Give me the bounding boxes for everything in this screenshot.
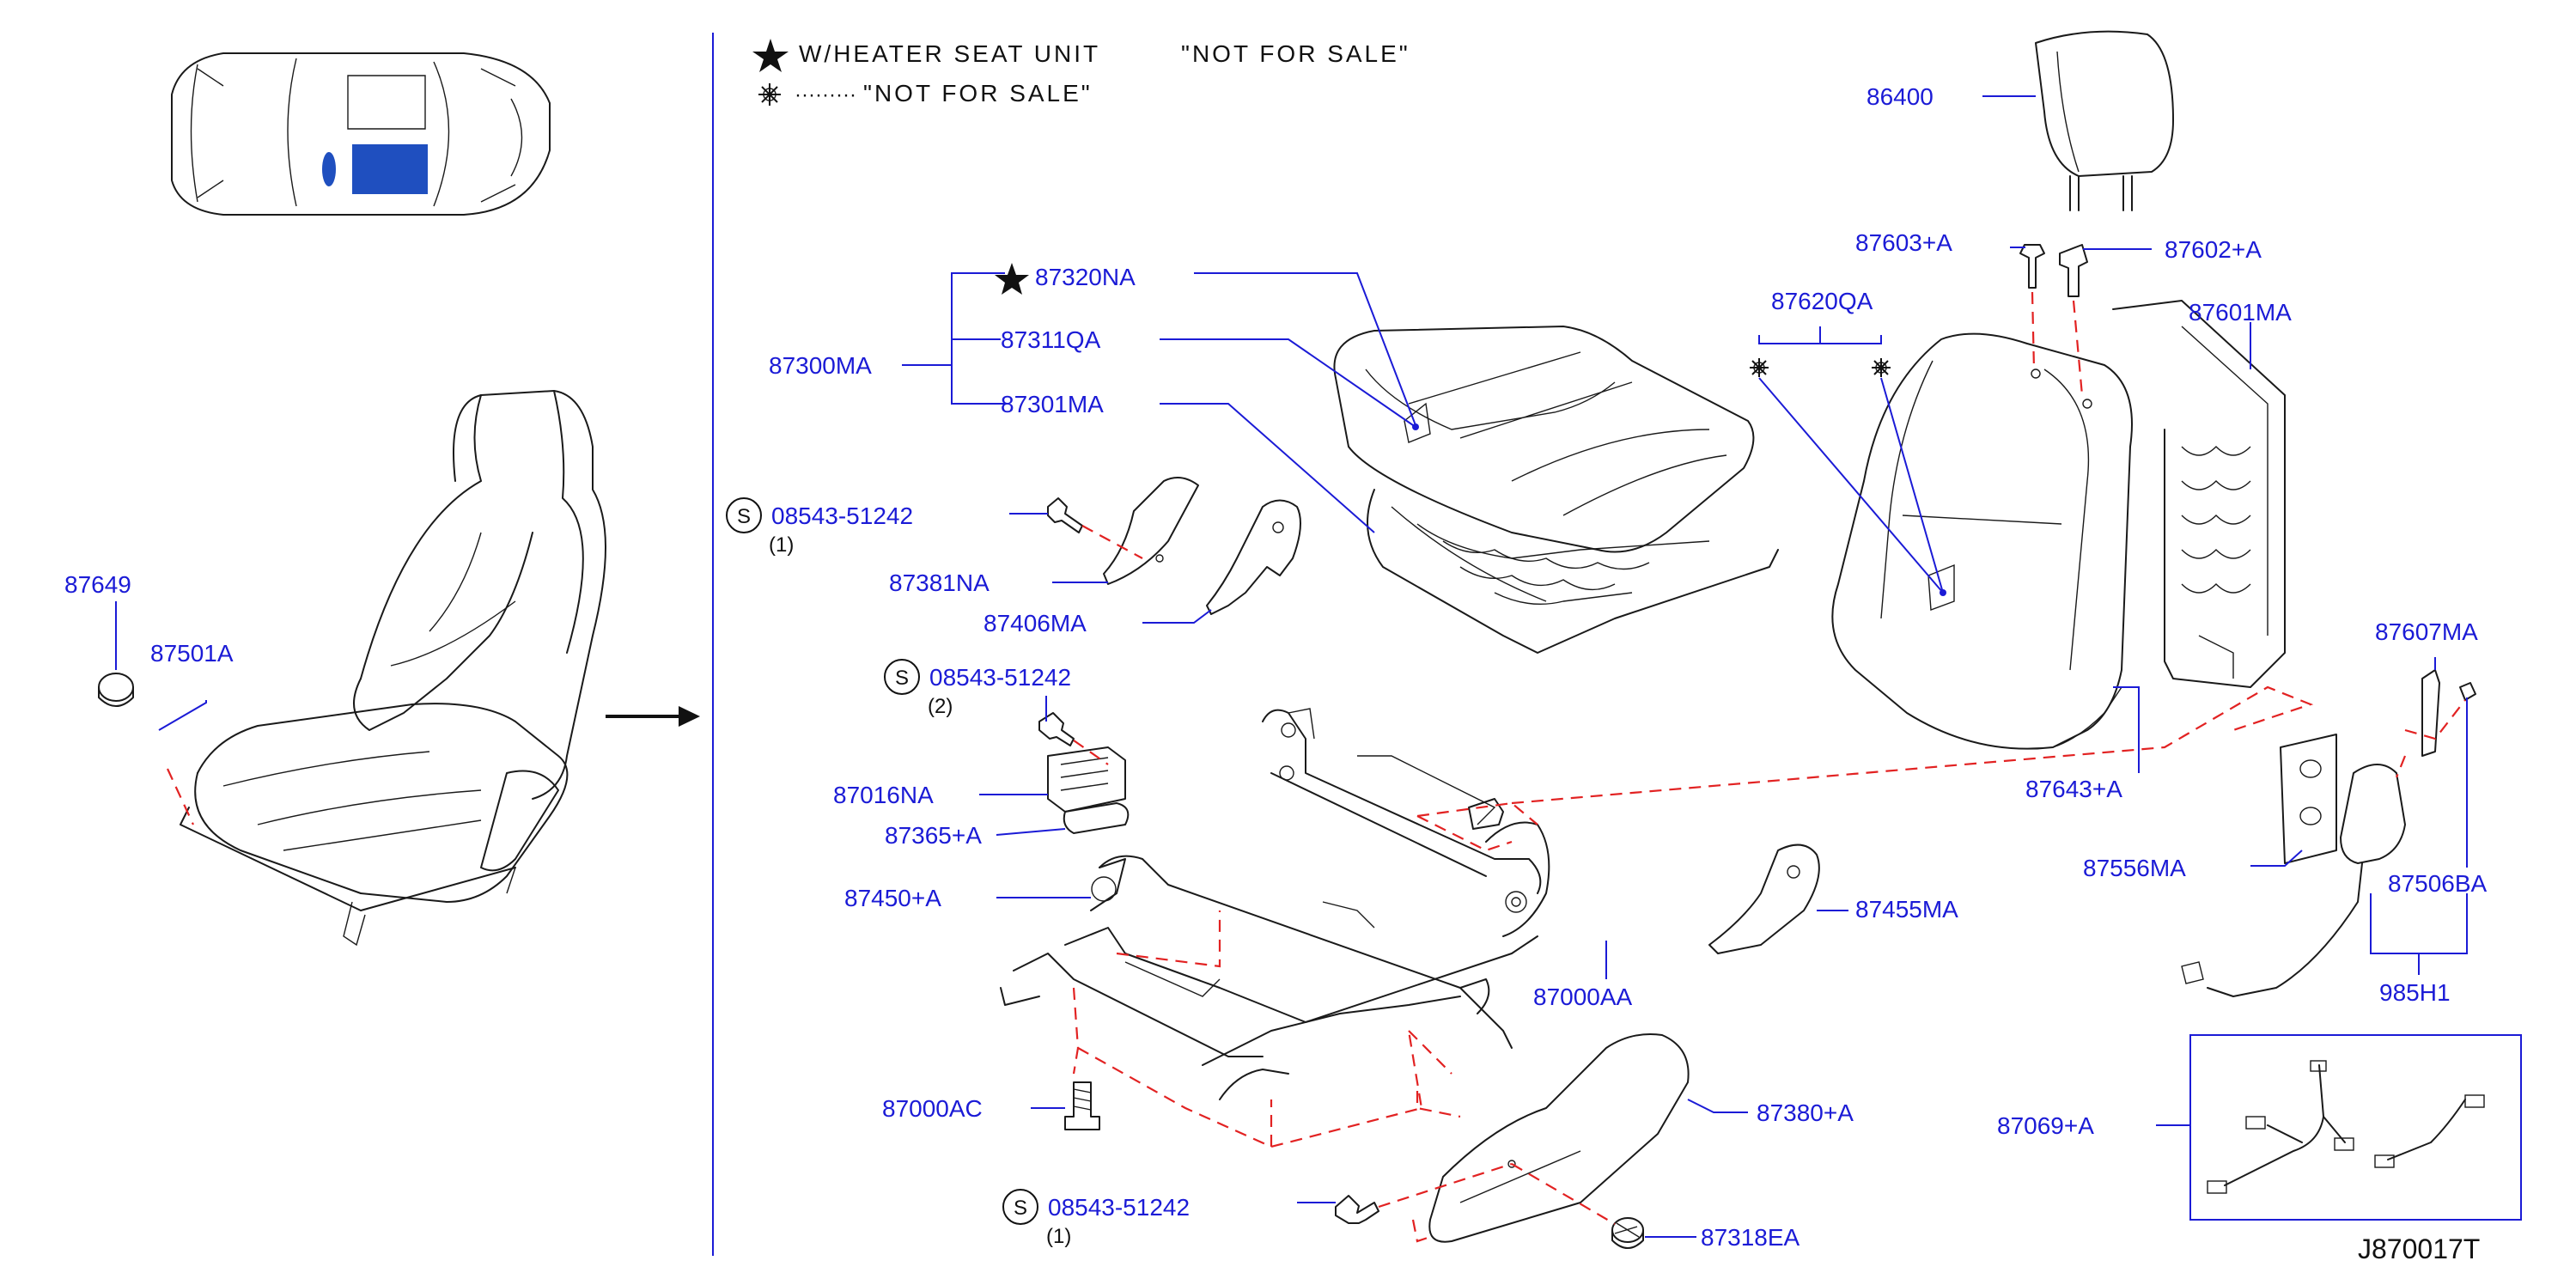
label-87301ma: 87301MA (1001, 391, 1104, 417)
label-87455ma: 87455MA (1855, 896, 1958, 923)
label-87501a: 87501A (150, 640, 234, 667)
asterisk-icon (758, 83, 781, 106)
legend-heater-note: "NOT FOR SALE" (1181, 40, 1410, 67)
switch-87016na (1047, 746, 1126, 813)
screw-callout-1-symbol: S (737, 505, 751, 528)
harness-frame (2189, 1034, 2522, 1221)
bolt-top-left (1047, 497, 1083, 533)
complete-seat-illustration (180, 390, 606, 947)
label-87365a: 87365+A (885, 822, 982, 849)
label-87311qa: 87311QA (1001, 326, 1101, 353)
label-87649: 87649 (64, 571, 131, 598)
part-labels: 86400 87603+A 87602+A 87601MA 87620QA 87… (769, 83, 2488, 1251)
knob-87318ea (1611, 1217, 1644, 1249)
screw-callout-3-symbol: S (1014, 1197, 1027, 1220)
star-icon-87320na (995, 263, 1029, 295)
screw-callout-2-symbol: S (895, 667, 909, 690)
label-87381na: 87381NA (889, 569, 990, 596)
seat-cushion (1333, 326, 1779, 654)
cover-87380a (1428, 1033, 1690, 1243)
label-87406ma: 87406MA (984, 610, 1087, 636)
asterisk-icon-left (1750, 358, 1769, 377)
bracket-87607ma (2421, 669, 2476, 757)
star-icon (752, 39, 789, 72)
bolt-bottom (1335, 1195, 1379, 1224)
label-87320na: 87320NA (1035, 264, 1136, 290)
label-985h1: 985H1 (2379, 979, 2451, 1006)
label-87000aa: 87000AA (1533, 984, 1633, 1010)
legend: W/HEATER SEAT UNIT "NOT FOR SALE" ······… (752, 39, 1410, 107)
seat-location-marker (322, 152, 336, 186)
harness-box (2189, 1034, 2522, 1221)
label-87601ma: 87601MA (2189, 299, 2292, 326)
heater-patch (1404, 402, 1431, 443)
label-87603a: 87603+A (1855, 229, 1952, 256)
headrest-guides (2019, 244, 2088, 297)
car-top-view (171, 52, 551, 216)
seat-location-highlight (352, 144, 428, 194)
seat-back-frame (2112, 300, 2286, 688)
legend-dots: ········· (795, 83, 856, 107)
knob-87365a (1063, 802, 1130, 834)
screw-callout-3-qty: (1) (1046, 1225, 1071, 1248)
label-87620qa: 87620QA (1771, 288, 1873, 314)
label-87556ma: 87556MA (2083, 855, 2186, 881)
arrow-right-icon (606, 706, 700, 727)
bolt-middle (1038, 712, 1075, 746)
label-87450a: 87450+A (844, 885, 941, 911)
label-87602a: 87602+A (2165, 236, 2262, 263)
screw-callout-2-qty: (2) (928, 695, 953, 718)
screw-callout-1-qty: (1) (769, 533, 794, 557)
screw-callout-3-part: 08543-51242 (1048, 1194, 1190, 1221)
backrest-patch (1927, 563, 1955, 611)
screw-callout-2-part: 08543-51242 (929, 664, 1071, 691)
bolt-87000ac (1064, 1081, 1100, 1130)
headrest (2035, 30, 2174, 211)
cover-87406ma (1206, 499, 1301, 615)
screw-callout-1: S 08543-51242 (1) (726, 497, 913, 557)
leader-lines (902, 95, 2468, 1238)
legend-heater-label: W/HEATER SEAT UNIT (799, 40, 1100, 67)
label-87607ma: 87607MA (2375, 618, 2478, 645)
seat-frame-slide (1000, 708, 1550, 1100)
label-87506ba: 87506BA (2388, 870, 2488, 897)
seat-back (1831, 332, 2133, 750)
label-87000ac: 87000AC (882, 1095, 983, 1122)
label-87300ma: 87300MA (769, 352, 872, 379)
label-87069a: 87069+A (1997, 1112, 2094, 1139)
drawing-id: J870017T (2358, 1233, 2480, 1264)
label-87016na: 87016NA (833, 782, 934, 808)
label-87643a: 87643+A (2025, 776, 2122, 802)
cap-87649 (98, 673, 134, 707)
screw-callout-3: S 08543-51242 (1) (1002, 1189, 1190, 1248)
asterisk-icon-right (1872, 358, 1891, 377)
module-87556ma (2181, 734, 2406, 997)
screw-callout-2: S 08543-51242 (2) (884, 659, 1071, 718)
legend-notsale-note: "NOT FOR SALE" (863, 80, 1093, 107)
cover-87455ma (1708, 844, 1820, 954)
label-86400: 86400 (1867, 83, 1934, 110)
label-87380a: 87380+A (1757, 1099, 1854, 1126)
screw-callout-1-part: 08543-51242 (771, 502, 913, 529)
cover-87381na (1103, 477, 1199, 585)
label-87318ea: 87318EA (1701, 1224, 1800, 1251)
